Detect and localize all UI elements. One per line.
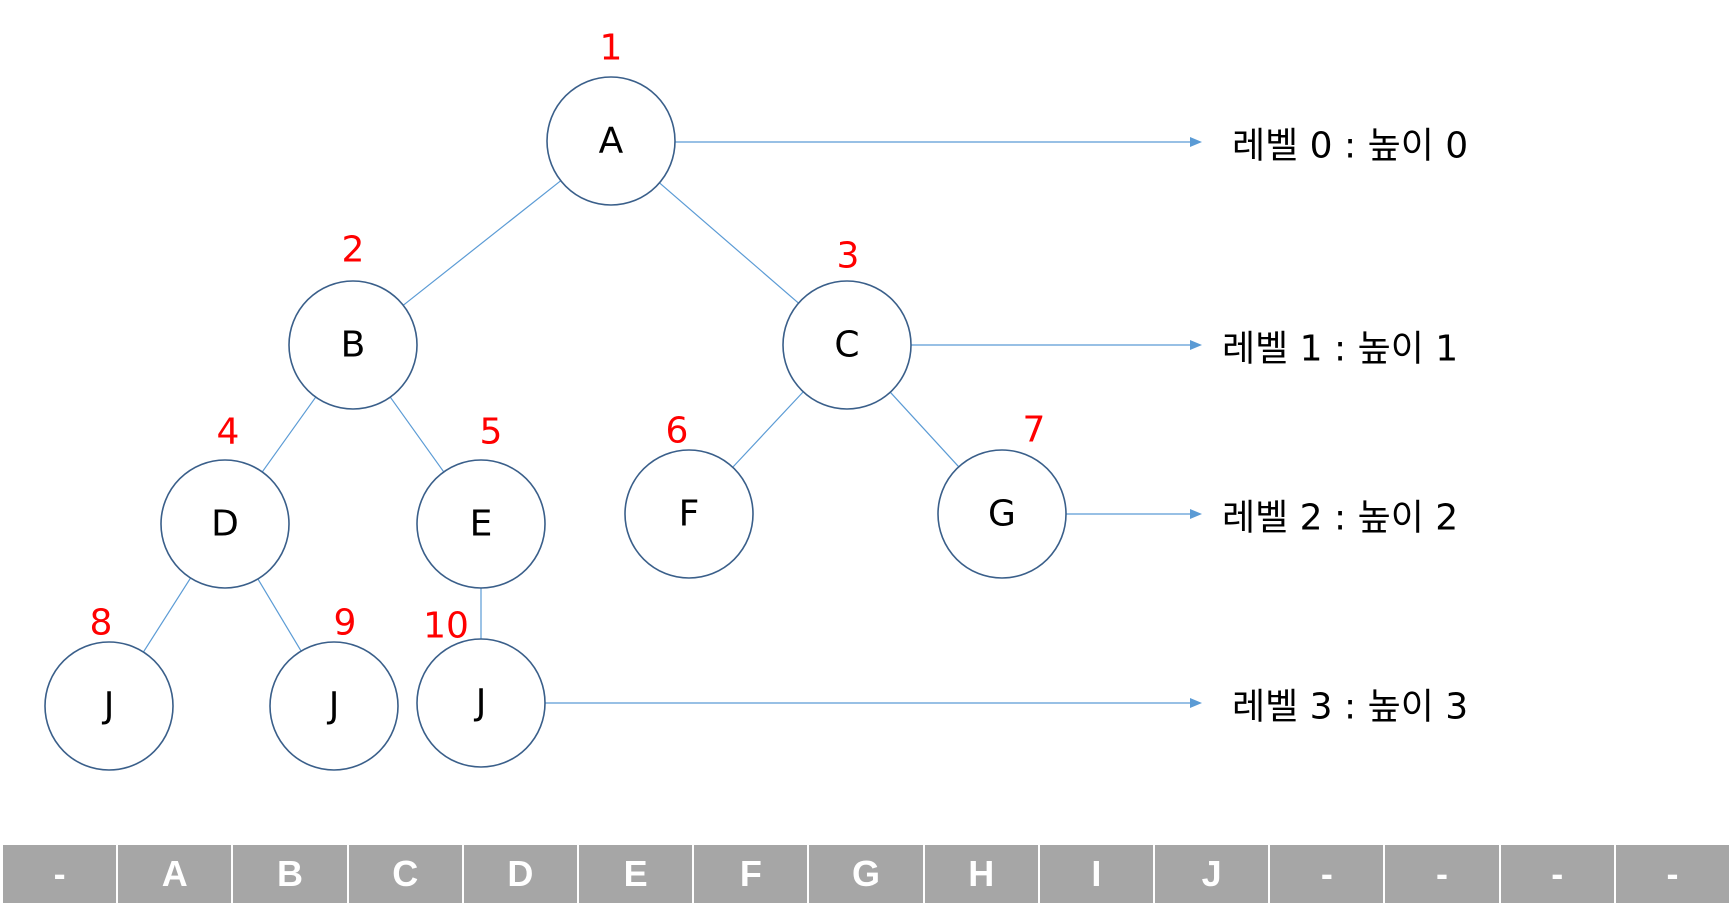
- node-index-label: 6: [666, 411, 689, 452]
- tree-node-j3: J10: [416, 606, 546, 768]
- node-index-label: 4: [217, 412, 240, 453]
- node-index-label: 8: [90, 603, 113, 644]
- level-label-1: 레벨 1 : 높이 1: [1222, 329, 1458, 370]
- node-circle: [269, 641, 399, 771]
- tree-edges: [142, 180, 960, 653]
- node-label: C: [834, 325, 859, 366]
- level-label-2: 레벨 2 : 높이 2: [1222, 498, 1458, 539]
- edge-a-c: [659, 182, 799, 304]
- array-cell: C: [349, 845, 464, 903]
- tree-node-a: A1: [546, 28, 676, 206]
- tree-node-e: E5: [416, 412, 546, 589]
- node-label: A: [599, 121, 624, 162]
- tree-node-g: G7: [937, 410, 1067, 579]
- node-label: D: [211, 504, 239, 545]
- tree-node-c: C3: [782, 236, 912, 410]
- node-circle: [624, 449, 754, 579]
- node-circle: [416, 459, 546, 589]
- level-arrows: 레벨 0 : 높이 0 레벨 1 : 높이 1 레벨 2 : 높이 2 레벨 3 : …: [545, 126, 1468, 728]
- level-label-0: 레벨 0 : 높이 0: [1232, 126, 1468, 167]
- node-label: J: [102, 686, 115, 727]
- edge-d-j1: [142, 577, 192, 653]
- tree-node-j1: J8: [44, 603, 174, 771]
- node-circle: [546, 76, 676, 206]
- node-label: G: [988, 494, 1016, 535]
- node-index-label: 7: [1023, 410, 1046, 451]
- edge-b-d: [261, 396, 317, 473]
- array-cell: J: [1155, 845, 1271, 903]
- node-circle: [782, 280, 912, 410]
- node-circle: [937, 449, 1067, 579]
- array-cell: I: [1040, 845, 1156, 903]
- array-cell: -: [1270, 845, 1386, 903]
- array-cell: B: [233, 845, 349, 903]
- node-index-label: 5: [480, 412, 503, 453]
- array-cell: -: [1385, 845, 1501, 903]
- array-cell: -: [3, 845, 119, 903]
- tree-node-b: B2: [288, 230, 418, 410]
- edge-c-g: [889, 391, 960, 468]
- node-circle: [44, 641, 174, 771]
- level-label-3: 레벨 3 : 높이 3: [1232, 687, 1468, 728]
- array-cell: A: [118, 845, 234, 903]
- node-index-label: 10: [423, 606, 469, 647]
- node-index-label: 9: [334, 603, 357, 644]
- binary-tree-diagram: 레벨 0 : 높이 0 레벨 1 : 높이 1 레벨 2 : 높이 2 레벨 3 : …: [44, 28, 1468, 771]
- edge-c-f: [732, 391, 804, 468]
- tree-node-f: F6: [624, 411, 754, 579]
- node-circle: [416, 638, 546, 768]
- node-label: F: [679, 494, 700, 535]
- node-label: J: [327, 686, 340, 727]
- edge-d-j2: [257, 578, 302, 652]
- array-cell: G: [809, 845, 925, 903]
- node-circle: [288, 280, 418, 410]
- node-index-label: 1: [600, 28, 623, 69]
- tree-node-j2: J9: [269, 603, 399, 771]
- array-cell: F: [694, 845, 810, 903]
- array-cell: E: [579, 845, 695, 903]
- edge-b-e: [389, 396, 445, 473]
- node-index-label: 3: [837, 236, 860, 277]
- array-cell: H: [925, 845, 1040, 903]
- node-circle: [160, 459, 290, 589]
- node-index-label: 2: [342, 230, 365, 271]
- array-cell: -: [1501, 845, 1616, 903]
- array-cell: D: [464, 845, 580, 903]
- node-label: B: [341, 325, 366, 366]
- node-label: E: [470, 504, 493, 545]
- array-cell: -: [1666, 853, 1679, 894]
- node-label: J: [474, 683, 487, 724]
- tree-node-d: D4: [160, 412, 290, 589]
- edge-a-b: [402, 180, 562, 306]
